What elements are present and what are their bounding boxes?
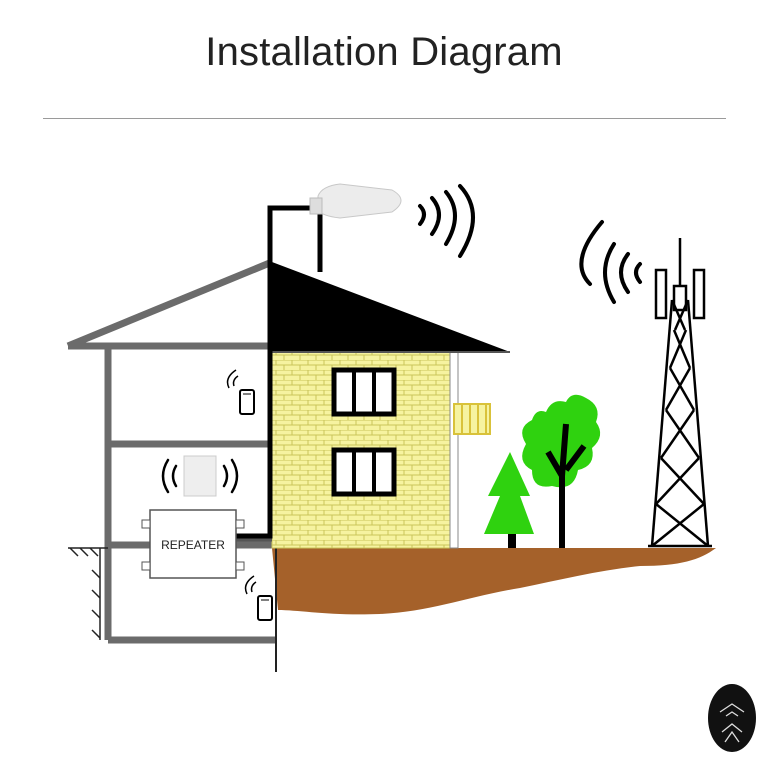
- leafy-tree: [522, 394, 601, 548]
- ground: [272, 548, 716, 615]
- window-lower: [331, 447, 397, 497]
- side-wall: [449, 351, 459, 549]
- window-upper: [331, 367, 397, 417]
- pine-tree: [484, 452, 534, 548]
- indoor-antenna-icon: [161, 455, 239, 497]
- phone-icon-basement: [244, 575, 273, 621]
- outdoor-antenna-icon: [309, 183, 402, 219]
- tower-signal-waves-icon: [579, 220, 642, 304]
- page-title: Installation Diagram: [205, 30, 563, 74]
- cell-tower-icon: [648, 238, 712, 548]
- cutaway-house: [66, 258, 276, 644]
- signal-waves-icon: [418, 184, 475, 258]
- repeater-device: REPEATER: [141, 509, 272, 579]
- ground-hatch: [68, 547, 108, 640]
- antenna-cable: [236, 205, 323, 539]
- balcony-railing: [453, 403, 491, 435]
- logo-icon: [708, 684, 756, 752]
- phone-icon: [226, 369, 255, 415]
- repeater-label: REPEATER: [161, 538, 225, 552]
- roof: [272, 262, 510, 352]
- title-divider: [43, 118, 726, 119]
